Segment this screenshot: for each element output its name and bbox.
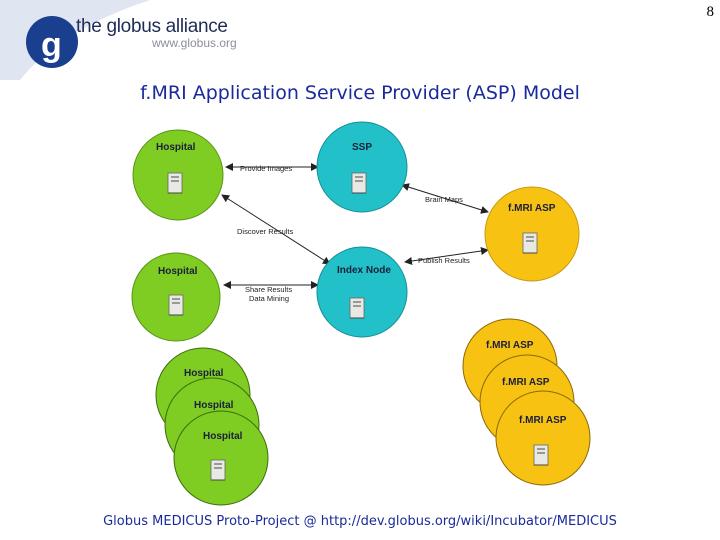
edge-label-publish-results: Publish Results <box>418 256 470 265</box>
svg-text:g: g <box>41 26 62 64</box>
edge-label-brain-maps: Brain Maps <box>425 195 463 204</box>
server-icon <box>349 297 365 319</box>
edge-publish-results <box>404 247 489 265</box>
node-hospital-2: Hospital <box>131 252 221 342</box>
globus-logo: g the globus alliance www.globus.org <box>0 0 260 80</box>
page-number: 8 <box>706 4 715 20</box>
node-fmri-asp-main: f.MRI ASP <box>484 186 580 282</box>
node-label-hospital-2: Hospital <box>158 266 198 277</box>
node-label-fmri-asp-stack-b: f.MRI ASP <box>502 377 550 388</box>
node-label-hospital-stack-a: Hospital <box>184 368 224 379</box>
edge-label-discover-results: Discover Results <box>237 227 294 236</box>
edge-label-provide-images: Provide Images <box>240 164 292 173</box>
server-icon <box>168 294 184 316</box>
node-label-fmri-asp-stack-a: f.MRI ASP <box>486 340 534 351</box>
server-icon <box>522 232 538 254</box>
globe-icon <box>26 16 78 68</box>
edge-brain-maps <box>401 183 489 214</box>
server-icon <box>533 444 549 466</box>
node-label-hospital-stack-c: Hospital <box>203 431 243 442</box>
node-label-ssp: SSP <box>352 142 372 153</box>
server-icon <box>351 172 367 194</box>
edge-label-share-results: Share Results <box>245 285 292 294</box>
logo-url: www.globus.org <box>152 36 237 50</box>
node-label-fmri-asp-stack-c: f.MRI ASP <box>519 415 567 426</box>
page-title: f.MRI Application Service Provider (ASP)… <box>140 82 580 104</box>
node-hospital-1: Hospital <box>132 129 224 221</box>
node-fmri-asp-stack: f.MRI ASP f.MRI ASP f.MRI ASP <box>462 318 591 486</box>
node-hospital-stack: Hospital Hospital Hospital <box>155 347 269 506</box>
edge-label-data-mining: Data Mining <box>249 294 289 303</box>
logo-text: the globus alliance <box>76 16 228 37</box>
server-icon <box>210 459 226 481</box>
node-index-node: Index Node <box>316 246 408 338</box>
node-label-fmri-asp-main: f.MRI ASP <box>508 203 556 214</box>
node-ssp: SSP <box>316 121 408 213</box>
node-label-hospital-stack-b: Hospital <box>194 400 234 411</box>
server-icon <box>167 172 183 194</box>
footer-text: Globus MEDICUS Proto-Project @ http://de… <box>103 514 617 529</box>
globus-logo-graphic: g <box>0 0 150 80</box>
node-label-index-node: Index Node <box>337 265 391 276</box>
edge-discover-results <box>221 194 331 265</box>
node-label-hospital-1: Hospital <box>156 142 196 153</box>
